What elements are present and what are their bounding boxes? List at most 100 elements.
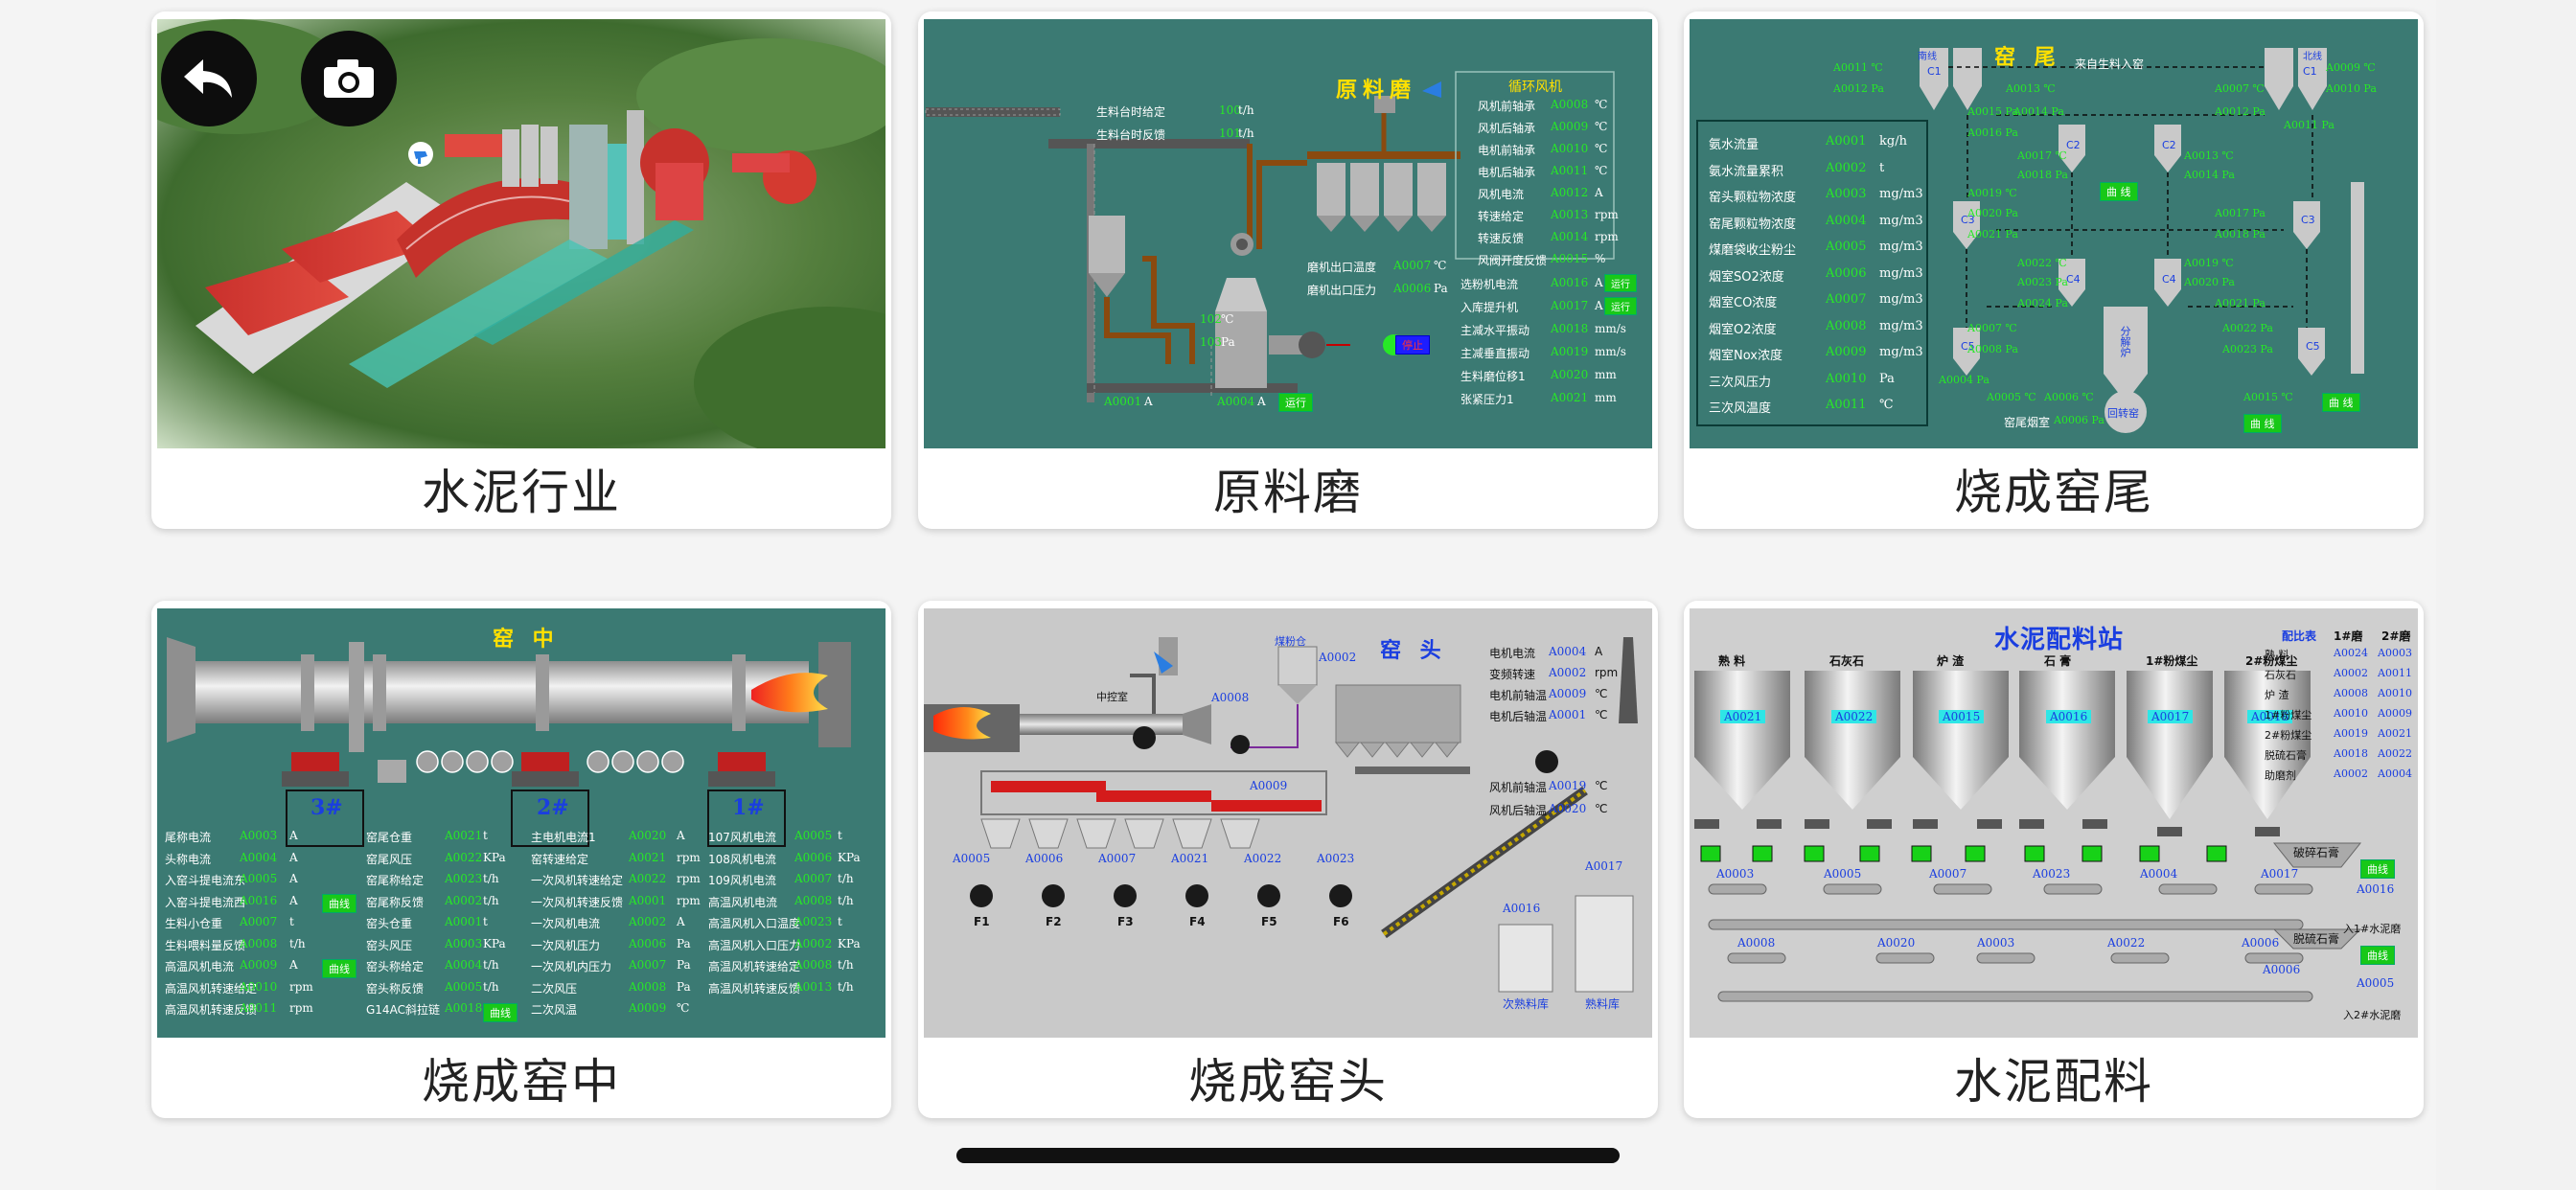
card-caption: 烧成窑头	[1188, 1054, 1388, 1110]
tail-sensor-value: A0012 Pa	[1833, 82, 1884, 95]
mid-row-value: A0009	[629, 1001, 667, 1015]
tail-sensor-value: A0012 Pa	[2215, 105, 2266, 118]
a0005-value: A0005	[2357, 976, 2395, 990]
curve-button-c[interactable]: 曲线	[483, 1003, 518, 1022]
belt-value-upper: A0003	[1716, 867, 1755, 881]
curve-button-mix1[interactable]: 曲线	[2360, 859, 2395, 879]
curve-button-2[interactable]: 曲 线	[2322, 393, 2360, 412]
mid-row-label: 入窑斗提电流东	[165, 874, 246, 887]
mid-row-value: A0018	[445, 1001, 483, 1015]
inlet-press-value: 103	[1200, 335, 1222, 349]
card-caption: 水泥配料	[1954, 1054, 2153, 1110]
motor-row-value: A0021	[1551, 391, 1589, 404]
back-button[interactable]	[161, 31, 257, 126]
mid-row-value: A0023	[445, 872, 483, 885]
motor-row-value: A0016	[1551, 276, 1589, 289]
mill1-in-label: 入1#水泥磨	[2343, 923, 2402, 935]
kiln-head-title: 窑 头	[1380, 639, 1447, 663]
motor-row-label: 生料磨位移1	[1460, 370, 1526, 383]
motor-row-unit: A	[1595, 276, 1603, 289]
mid-row-label: 头称电流	[165, 852, 212, 866]
mid-row-label: 窑头称给定	[366, 960, 425, 973]
curve-button-3[interactable]: 曲 线	[2243, 414, 2282, 433]
curve-button-1[interactable]: 曲 线	[2100, 182, 2138, 201]
feed-feedback-value: 101	[1219, 126, 1241, 140]
mid-row-value: A0007	[629, 958, 667, 972]
feed-setpoint-label: 生料台时给定	[1096, 105, 1166, 119]
feed-feedback-unit: t/h	[1238, 126, 1254, 140]
ratio-label: 炉 渣	[2265, 689, 2289, 701]
head-fan-unit: ℃	[1595, 802, 1608, 815]
fan-row-unit: ℃	[1595, 120, 1608, 133]
tail-row-value: A0008	[1826, 318, 1867, 333]
home-indicator[interactable]	[956, 1148, 1620, 1163]
tail-row-unit: mg/m3	[1879, 292, 1923, 307]
mid-row-value: A0021	[629, 850, 667, 864]
mid-row-unit: t/h	[838, 958, 854, 972]
mid-row-label: 108风机电流	[708, 852, 776, 866]
mid-row-label: 二次风压	[531, 981, 578, 995]
mid-row-value: A0013	[794, 979, 833, 994]
stop-button[interactable]: 停止	[1395, 335, 1430, 355]
card-cement-industry[interactable]: 水泥行业	[151, 11, 891, 529]
mid-row-label: 高温风机转速反馈	[708, 981, 801, 995]
mid-row-label: 高温风机转速反馈	[165, 1003, 258, 1017]
head-row-label: 变频转速	[1489, 668, 1536, 681]
mid-row-unit: KPa	[483, 936, 506, 950]
run-button[interactable]: 运行	[1278, 393, 1313, 412]
mid-row-label: 窑头称反馈	[366, 981, 425, 995]
tail-sensor-value: A0019 ℃	[1967, 187, 2017, 199]
head-fan-value: A0019	[1549, 779, 1587, 792]
mid-row-value: A0008	[629, 979, 667, 994]
tail-row-label: 窑头颗粒物浓度	[1709, 191, 1797, 205]
curve-button-mix2[interactable]: 曲线	[2360, 946, 2395, 965]
mid-row-unit: t/h	[483, 979, 499, 994]
head-row-unit: ℃	[1595, 687, 1608, 700]
tail-row-unit: ℃	[1879, 398, 1894, 412]
curve-button-a[interactable]: 曲线	[322, 894, 356, 913]
run-indicator[interactable]: 运行	[1604, 274, 1637, 292]
a0016-value: A0016	[1503, 902, 1541, 915]
ratio-label: 石灰石	[2265, 669, 2296, 681]
mid-row-unit: t	[483, 915, 488, 928]
mid-row-value: A0006	[794, 850, 833, 864]
tail-row-label: 煤磨袋收尘粉尘	[1709, 243, 1797, 258]
mid-row-label: 高温风机电流	[165, 960, 235, 973]
camera-button[interactable]	[301, 31, 397, 126]
tail-row-unit: mg/m3	[1879, 213, 1923, 228]
kiln-mid-title: 窑 中	[493, 628, 560, 652]
a4-value: A0004	[1217, 395, 1255, 408]
motor-row-label: 张紧压力1	[1460, 393, 1514, 406]
tail-row-value: A0006	[1826, 265, 1867, 281]
head-fan-label: 风机后轴温	[1489, 804, 1548, 817]
fan-row-value: A0011	[1551, 164, 1589, 177]
head-row-label: 电机电流	[1489, 647, 1536, 660]
tail-row-unit: kg/h	[1879, 134, 1907, 149]
back-arrow-icon	[184, 59, 232, 98]
mid-row-value: A0004	[240, 850, 278, 864]
head-fan-unit: ℃	[1595, 779, 1608, 792]
tail-sensor-value: A0020 Pa	[2184, 276, 2235, 288]
mid-row-value: A0010	[240, 979, 278, 994]
ratio-label: 助磨剂	[2265, 769, 2296, 782]
card-caption: 烧成窑中	[422, 1054, 621, 1110]
card-raw-mill[interactable]: 原料磨 生料台时给定 100 t/h 生料台时反馈 101 t/h 循环风机 风…	[918, 11, 1658, 529]
mid-row-unit: A	[677, 915, 685, 928]
outlet-press-unit: Pa	[1434, 282, 1448, 295]
run-indicator[interactable]: 运行	[1604, 297, 1637, 315]
ratio-v1: A0008	[2334, 687, 2368, 699]
mid-row-value: A0021	[445, 829, 483, 842]
tail-row-value: A0009	[1826, 345, 1867, 359]
ratio-v1: A0002	[2334, 767, 2368, 780]
raw-mill-schematic	[925, 71, 1615, 424]
camera-marker-icon[interactable]	[406, 140, 435, 169]
svg-text:C4: C4	[2162, 273, 2176, 286]
tail-sensor-value: A0022 ℃	[2017, 257, 2067, 269]
curve-button-b[interactable]: 曲线	[322, 959, 356, 978]
mid-row-unit: Pa	[677, 979, 691, 994]
mid-row-value: A0016	[240, 893, 278, 907]
